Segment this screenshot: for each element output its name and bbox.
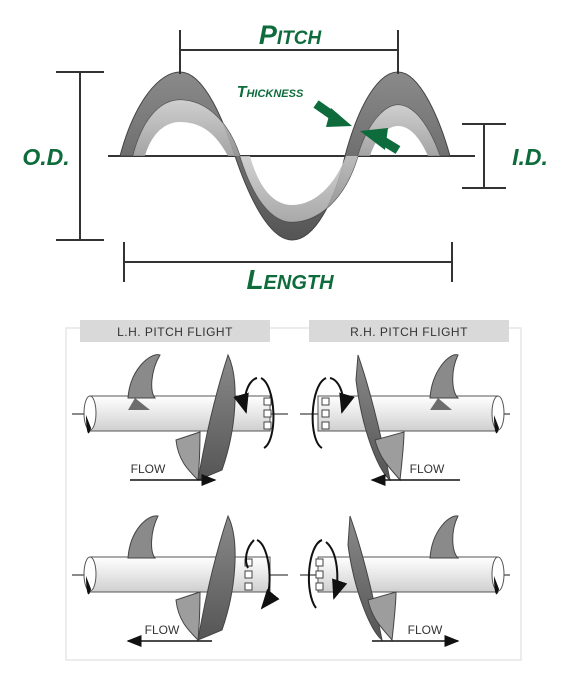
lh-title: L.H. PITCH FLIGHT [117, 325, 233, 339]
lh-flight-bottom: FLOW [72, 514, 288, 647]
rh-title-box [309, 320, 509, 342]
panels-frame [65, 327, 522, 661]
rh-flight-top: FLOW [300, 354, 510, 486]
lh-bottom-flow-label: FLOW [145, 623, 180, 637]
lh-top-flow-label: FLOW [131, 462, 166, 476]
flight-direction-panels: L.H. PITCH FLIGHT R.H. PITCH FLIGHT FLOW [65, 320, 522, 661]
flight-wave-inner-face-3 [240, 156, 358, 222]
pitch-label: Pitch [259, 20, 323, 50]
od-label: O.D. [22, 144, 69, 170]
lh-title-box [80, 320, 270, 342]
rh-top-flow-label: FLOW [410, 462, 445, 476]
rh-title: R.H. PITCH FLIGHT [350, 325, 468, 339]
lh-flight-top: FLOW [72, 353, 288, 486]
rh-bottom-flow-label: FLOW [408, 623, 443, 637]
thickness-label: Thickness [237, 84, 304, 101]
length-label: Length [246, 264, 334, 295]
dimension-diagram: Pitch Thickness O.D. I.D. Length [22, 20, 548, 295]
id-label: I.D. [512, 144, 548, 170]
flight-wave-inner-face-2 [358, 105, 440, 156]
flight-wave-inner-face-1 [133, 100, 240, 156]
thickness-arrow-right-icon [360, 128, 401, 154]
rh-flight-bottom: FLOW [300, 515, 510, 647]
thickness-arrow-left-icon [313, 100, 352, 127]
